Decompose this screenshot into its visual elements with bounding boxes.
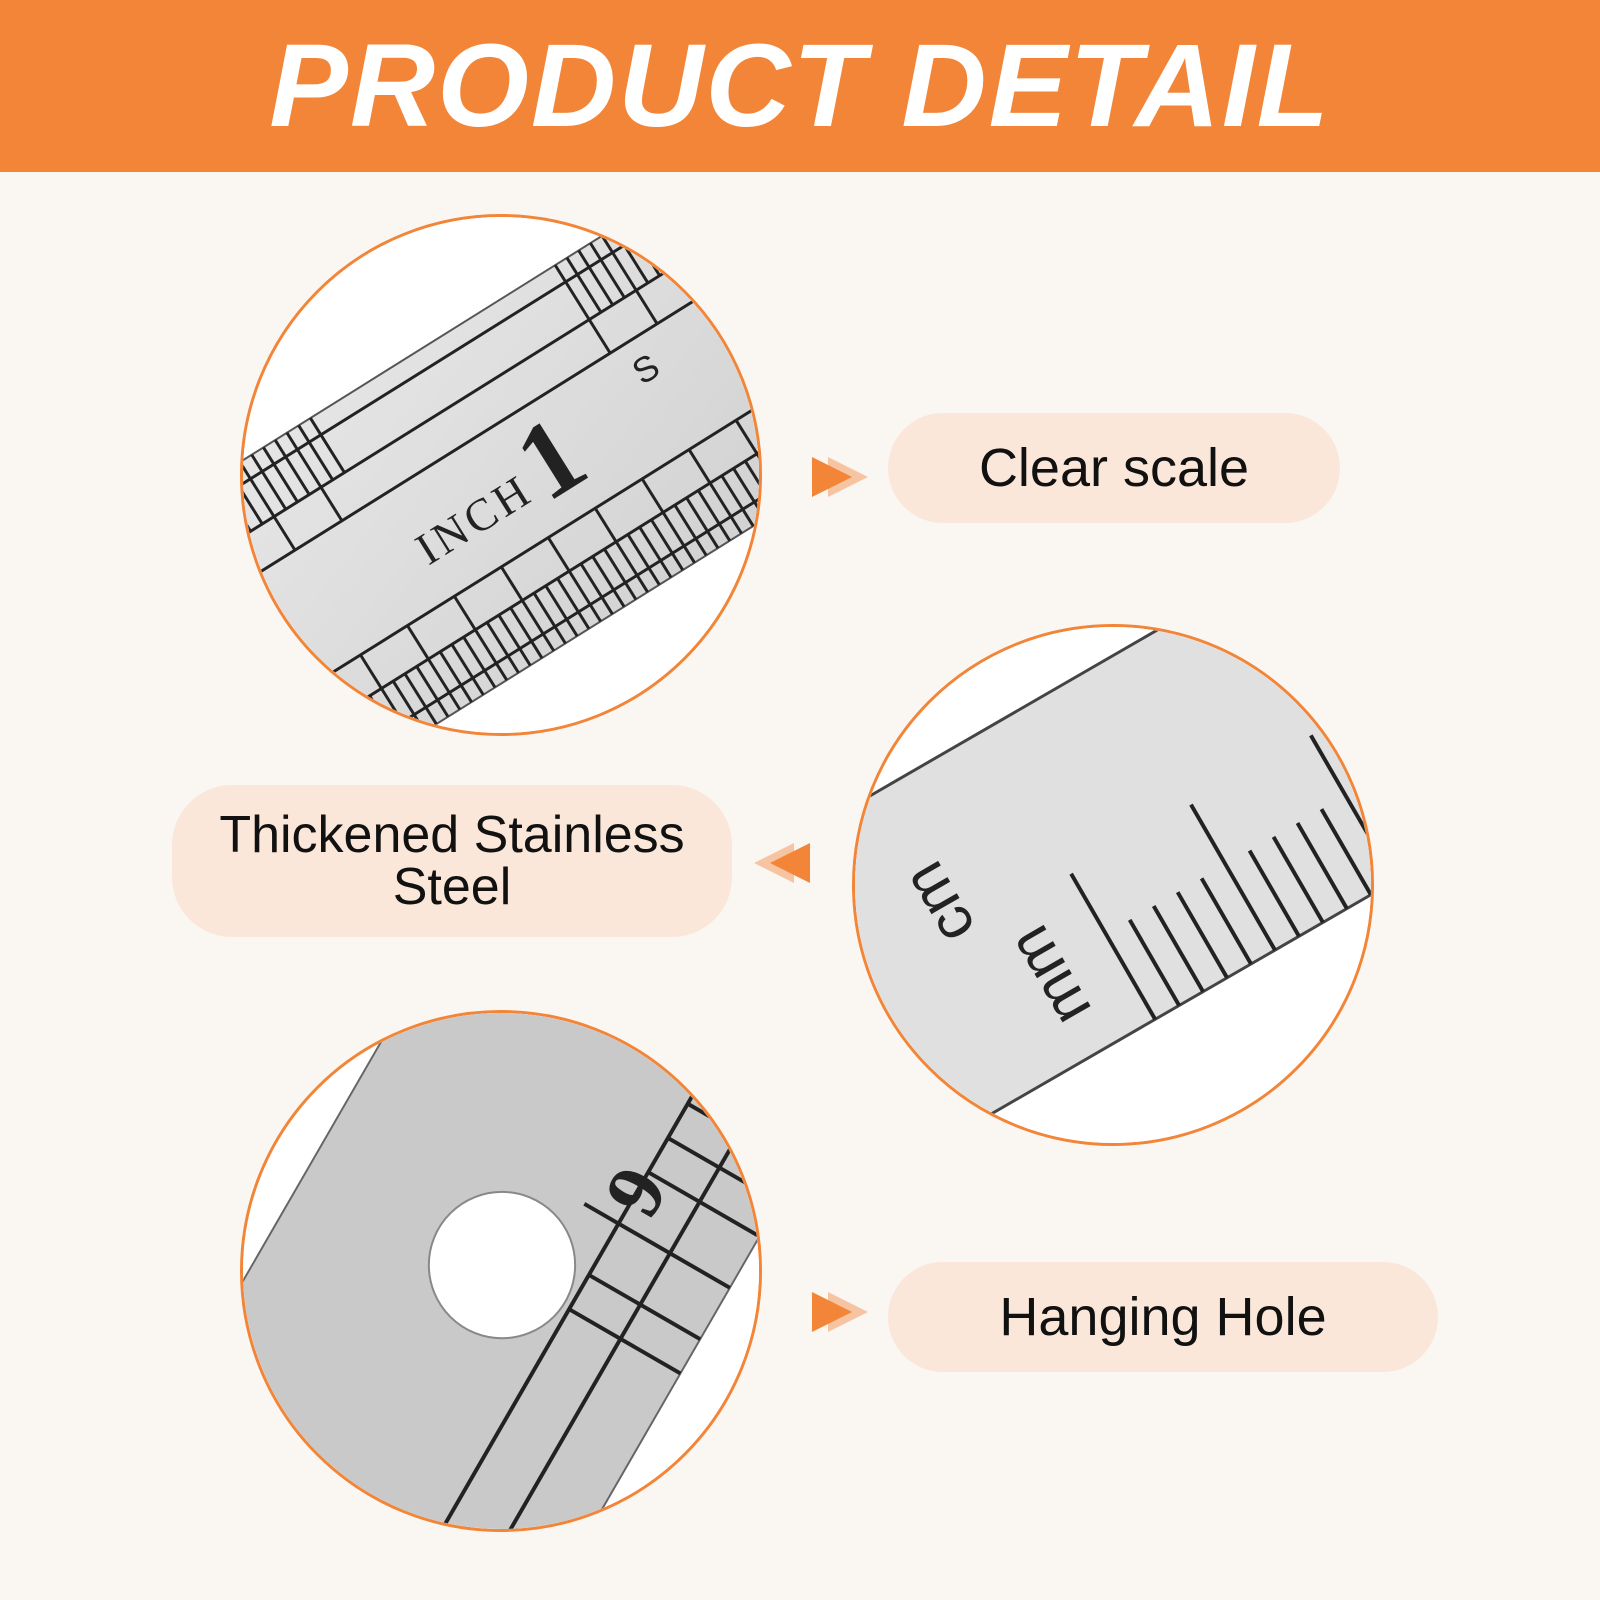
ruler-tick: [741, 217, 759, 237]
ruler-tick: [697, 489, 731, 542]
ruler-tick: [485, 621, 520, 674]
hanging-hole-closeup: 6: [240, 1010, 762, 1532]
ruler-tick: [732, 467, 759, 520]
ruler-tick: [1271, 835, 1325, 924]
ruler-tick: [273, 439, 311, 496]
ruler-tick: [1151, 905, 1205, 993]
ruler-tick: [720, 474, 755, 527]
cm-mm-scale-closeup: cm mm: [852, 624, 1374, 1146]
ruler-tick: [450, 643, 485, 696]
ruler-tick: [243, 461, 297, 551]
ruler-tick: [593, 507, 649, 593]
ruler-tick: [685, 496, 720, 549]
ruler-tick: [1199, 877, 1253, 965]
ruler-tick: [1247, 849, 1301, 938]
ruler-tick: [1069, 872, 1157, 1021]
ruler-tick: [1189, 803, 1277, 952]
arrow-left-icon: [752, 838, 812, 893]
ruler-tick: [589, 242, 626, 299]
ruler-tick: [694, 217, 753, 266]
ruler-tick: [532, 592, 567, 645]
ruler-tick: [743, 460, 759, 513]
ruler-tick: [556, 577, 591, 630]
ruler-cm-mm-illustration: cm mm: [855, 627, 1371, 1143]
ruler-tick: [309, 731, 344, 733]
page-title: PRODUCT DETAIL: [269, 20, 1331, 152]
ruler-tick: [659, 217, 697, 255]
ruler-tick: [579, 562, 614, 615]
ruler-tick: [312, 683, 368, 733]
ruler-tick: [265, 712, 321, 733]
ruler-tick: [687, 448, 743, 535]
ruler-tick: [509, 606, 544, 659]
ruler-tick: [638, 526, 673, 579]
ruler-tick: [1295, 822, 1349, 910]
ruler-tick: [285, 431, 344, 522]
ruler-tick: [243, 468, 264, 525]
hanging-hole: [427, 1190, 577, 1340]
ruler-tick: [344, 709, 379, 733]
ruler-tick: [500, 566, 555, 652]
ruler-hole-illustration: 6: [243, 1013, 759, 1529]
ruler-tick: [650, 518, 685, 571]
ruler-tick: [309, 417, 346, 474]
ruler-tick: [577, 249, 614, 306]
ruler-tick: [544, 584, 579, 637]
ruler-tick: [406, 624, 462, 711]
ruler-tick: [403, 672, 438, 725]
ruler-tick: [1127, 918, 1181, 1007]
ruler-tick: [640, 478, 696, 564]
ruler-tick: [546, 536, 602, 623]
ruler-tick: [673, 504, 708, 557]
ruler-tick: [438, 650, 473, 703]
inch-scale-closeup: INCH 1 S: [240, 214, 762, 736]
feature-clear-scale: Clear scale: [888, 413, 1340, 523]
ruler-tick: [297, 424, 334, 481]
ruler-tick: [706, 217, 744, 226]
ruler-tick: [1367, 780, 1371, 869]
ruler-tick: [462, 636, 497, 689]
ruler-inch-illustration: INCH 1 S: [243, 217, 759, 733]
feature-thickened-steel: Thickened Stainless Steel: [172, 785, 732, 937]
feature-label: Hanging Hole: [999, 1287, 1327, 1347]
ruler-tick: [683, 217, 720, 240]
ruler-tick: [600, 235, 659, 325]
ruler-tick: [250, 453, 288, 511]
ruler-tick: [1309, 734, 1371, 882]
ruler-tick: [356, 702, 391, 733]
header-banner: PRODUCT DETAIL: [0, 0, 1600, 172]
feature-label: Clear scale: [978, 438, 1250, 498]
ruler-tick: [671, 217, 708, 248]
ruler-tick: [553, 264, 612, 354]
ruler-tick: [734, 419, 759, 505]
ruler-tick: [262, 446, 299, 503]
feature-hanging-hole: Hanging Hole: [888, 1262, 1438, 1372]
ruler-tick: [497, 614, 532, 667]
ruler-tick: [1175, 891, 1229, 979]
ruler-tick: [603, 548, 638, 601]
ruler-tick: [1319, 808, 1371, 896]
arrow-right-icon: [810, 452, 870, 507]
ruler-tick: [453, 595, 509, 681]
ruler-tick: [626, 533, 661, 586]
ruler-tick: [591, 555, 626, 608]
ruler-tick: [565, 257, 603, 314]
arrow-right-icon: [810, 1287, 870, 1342]
ruler-tick: [415, 665, 450, 718]
feature-label: Thickened Stainless Steel: [219, 806, 685, 916]
ruler-tick: [321, 724, 356, 733]
